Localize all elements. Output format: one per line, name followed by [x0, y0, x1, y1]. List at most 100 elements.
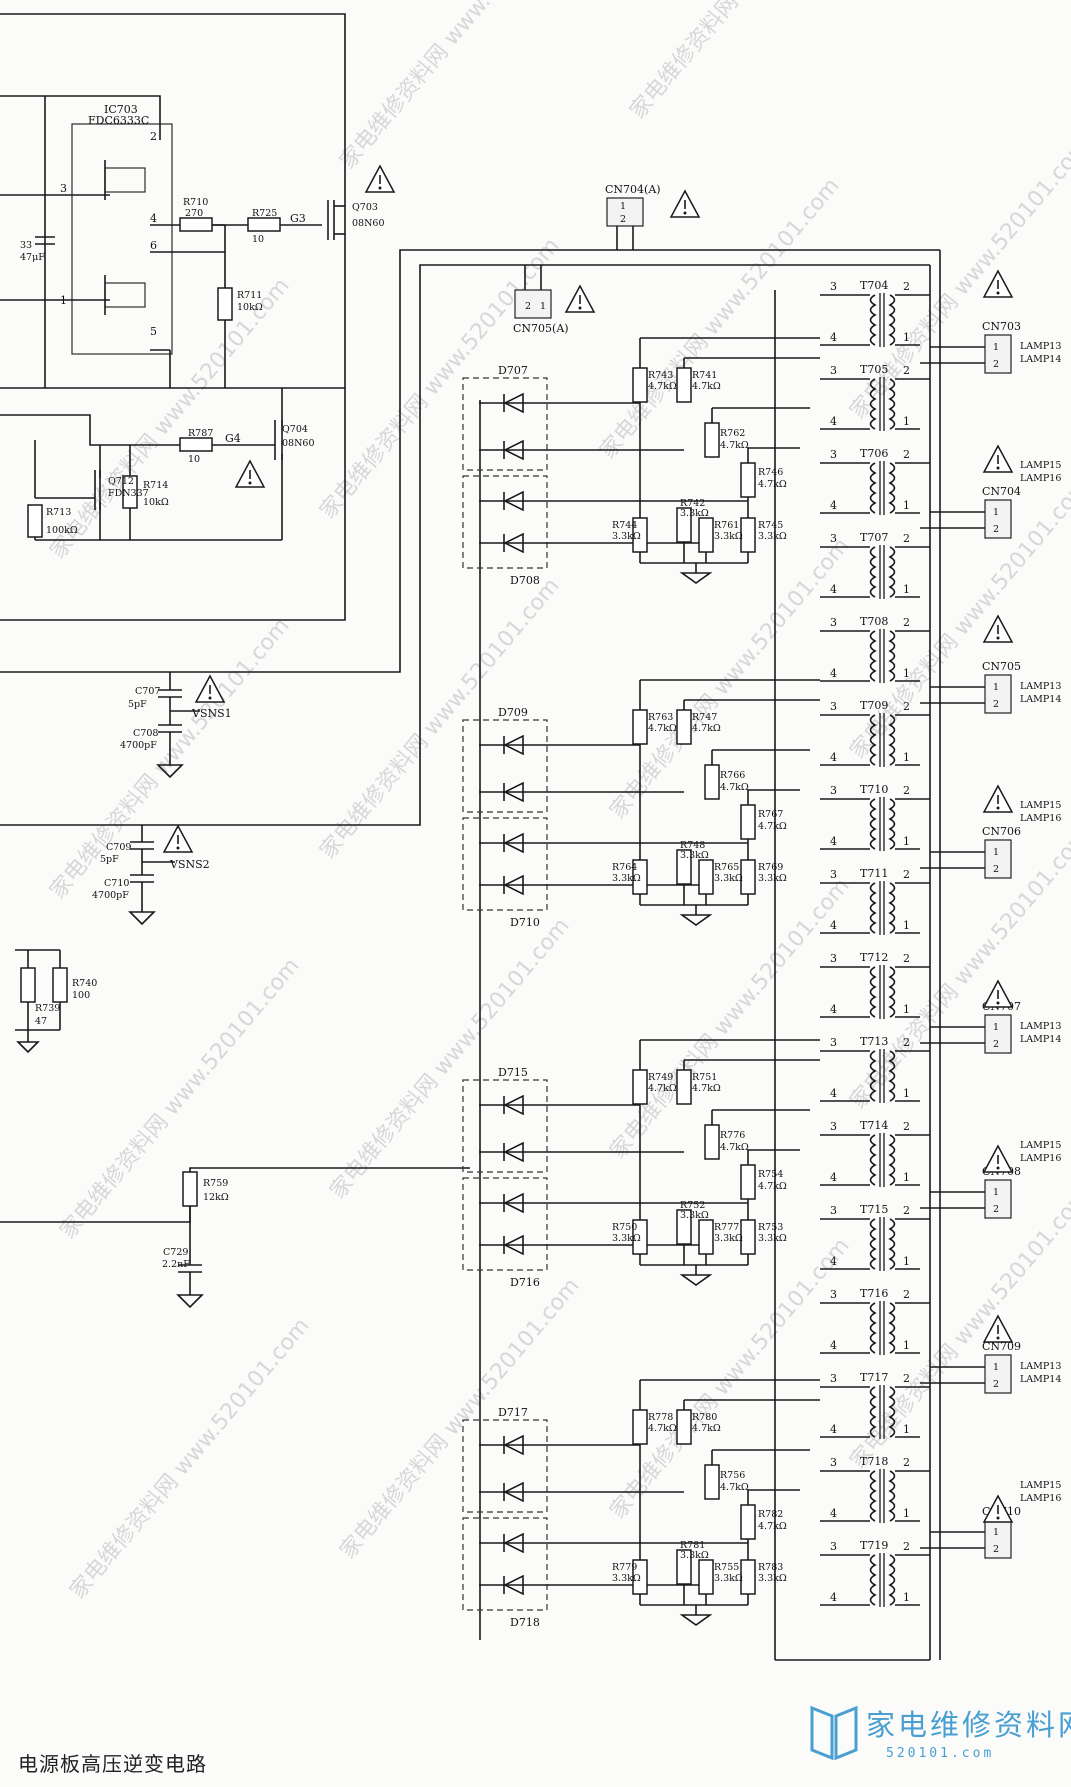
diode-label-top: D709: [498, 706, 528, 719]
pin-4: 4: [830, 331, 837, 344]
c33-value: 47μF: [20, 252, 45, 263]
watermark-text: 家电维修资料网 www.520101.com: [325, 914, 574, 1204]
res-value: 3.3kΩ: [680, 1550, 709, 1561]
res-label: R762: [720, 428, 745, 439]
r725-label: R725: [252, 208, 277, 219]
pin-2: 2: [903, 1204, 910, 1217]
res-label: R767: [758, 809, 783, 820]
figure-caption: 电源板高压逆变电路: [18, 1752, 207, 1776]
res-value: 3.3kΩ: [758, 1233, 787, 1244]
pin-4: 4: [830, 1087, 837, 1100]
res-label: R764: [612, 862, 637, 873]
res-value: 4.7kΩ: [648, 723, 677, 734]
watermark-text: 家电维修资料网 www.520101.com: [65, 1314, 314, 1604]
pin-2: 2: [903, 784, 910, 797]
lamp-label-1: LAMP15: [1020, 1140, 1061, 1151]
cn704a-connector: [606, 197, 644, 227]
pin-3: 3: [830, 364, 837, 377]
pin-1: 1: [993, 1362, 999, 1373]
diode-symbol: [503, 1094, 524, 1116]
transformer-label: T718: [860, 1455, 888, 1468]
res-label: R781: [680, 1540, 705, 1551]
transformer-label: T713: [860, 1035, 888, 1048]
r713-label: R713: [46, 507, 71, 518]
pin-1: 1: [903, 583, 910, 596]
res-value: 3.3kΩ: [680, 850, 709, 861]
res-value: 3.3kΩ: [758, 531, 787, 542]
res-value: 4.7kΩ: [720, 1482, 749, 1493]
r740-value: 100: [72, 990, 90, 1001]
c708-value: 4700pF: [120, 740, 157, 751]
res-label: R769: [758, 862, 783, 873]
static-labels: IC703 FDC6333C 2 3 4 6 1 5 R710 270 R725…: [20, 103, 661, 1270]
r710-label: R710: [183, 197, 208, 208]
resistor-R746: [740, 462, 756, 498]
res-value: 4.7kΩ: [648, 1423, 677, 1434]
cn705a-pin2: 2: [525, 301, 531, 312]
pin-1: 1: [993, 682, 999, 693]
pin-4: 4: [830, 1423, 837, 1436]
res-value: 4.7kΩ: [758, 479, 787, 490]
lamp-label-2: LAMP14: [1020, 1034, 1061, 1045]
res-value: 3.3kΩ: [612, 1233, 641, 1244]
res-label: R779: [612, 1562, 637, 1573]
r739-resistor: [20, 967, 36, 1003]
sense-section: [0, 249, 940, 1309]
lamp-label-2: LAMP16: [1020, 813, 1061, 824]
ic703-pin2: 2: [150, 130, 157, 143]
res-value: 4.7kΩ: [692, 381, 721, 392]
resistor-R763: [632, 709, 648, 745]
pin-1: 1: [903, 415, 910, 428]
warning-icon: [982, 1314, 1014, 1343]
diode-label-top: D715: [498, 1066, 528, 1079]
pin-2: 2: [903, 868, 910, 881]
logo-subtext: 520101.com: [886, 1746, 995, 1761]
diode-symbol: [503, 1192, 524, 1214]
pin-4: 4: [830, 1591, 837, 1604]
resistor-R755: [698, 1559, 714, 1595]
res-label: R748: [680, 840, 705, 851]
resistor-R769: [740, 859, 756, 895]
pin-2: 2: [903, 1120, 910, 1133]
r787-value: 10: [188, 454, 200, 465]
res-label: R755: [714, 1562, 739, 1573]
res-value: 3.3kΩ: [680, 1210, 709, 1221]
c709-label: C709: [106, 842, 131, 853]
q704-part: 08N60: [282, 438, 315, 449]
pin-4: 4: [830, 919, 837, 932]
r713-value: 100kΩ: [46, 525, 78, 536]
pin-1: 1: [903, 1423, 910, 1436]
transformer-label: T716: [860, 1287, 888, 1300]
lamp-label-1: LAMP15: [1020, 1480, 1061, 1491]
pin-2: 2: [993, 359, 999, 370]
pin-2: 2: [903, 1372, 910, 1385]
diode-symbol: [503, 1434, 524, 1456]
pin-4: 4: [830, 1171, 837, 1184]
res-label: R752: [680, 1200, 705, 1211]
ic703-pin3: 3: [60, 182, 67, 195]
pin-1: 1: [903, 499, 910, 512]
lamp-label-1: LAMP15: [1020, 460, 1061, 471]
r711-value: 10kΩ: [237, 302, 263, 313]
r759-value: 12kΩ: [203, 1192, 229, 1203]
r725-resistor: [247, 217, 281, 232]
pin-3: 3: [830, 616, 837, 629]
pin-3: 3: [830, 280, 837, 293]
r739-value: 47: [35, 1016, 47, 1027]
res-value: 3.3kΩ: [758, 1573, 787, 1584]
pin-2: 2: [993, 1379, 999, 1390]
resistor-R753: [740, 1219, 756, 1255]
res-label: R746: [758, 467, 783, 478]
lamp-label-2: LAMP14: [1020, 354, 1061, 365]
watermark-text: 家电维修资料网 www.520101.com: [605, 874, 854, 1164]
ic703-pin5: 5: [150, 325, 157, 338]
res-value: 3.3kΩ: [714, 1573, 743, 1584]
pin-2: 2: [903, 1288, 910, 1301]
warning-icons: [162, 164, 1014, 1523]
res-label: R743: [648, 370, 673, 381]
